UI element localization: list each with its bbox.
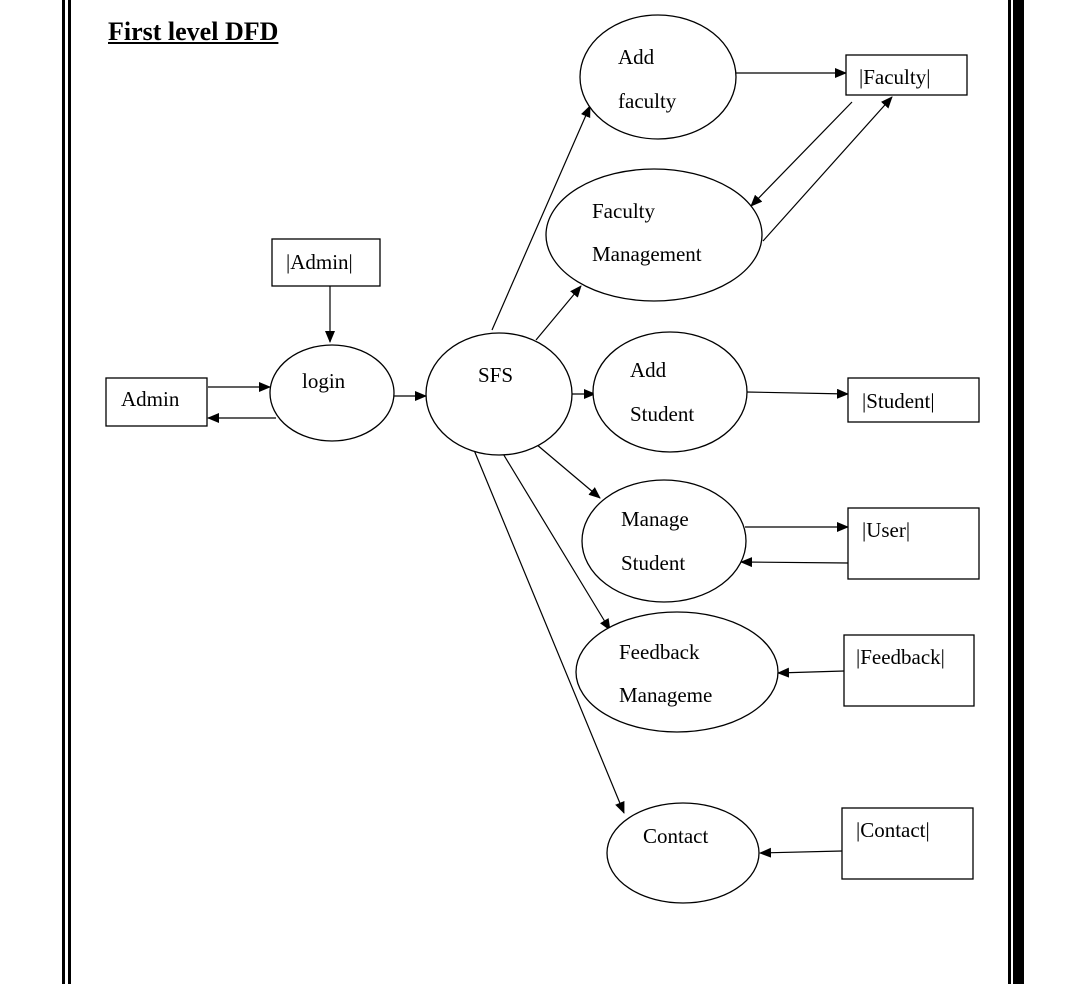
flow-sfs-to-manage-student <box>535 443 601 499</box>
user-store: |User| <box>847 507 980 580</box>
add-faculty-label-line2: faculty <box>618 89 677 113</box>
user-store-label: |User| <box>862 518 910 542</box>
manage-student-process: Manage Student <box>581 479 747 603</box>
flow-sfs-to-contact <box>473 449 625 814</box>
admin-entity: Admin <box>105 377 208 427</box>
flow-sfs-to-faculty-management <box>535 285 582 341</box>
feedback-management-label-line1: Feedback <box>619 640 700 664</box>
contact-process: Contact <box>606 802 760 904</box>
add-student-process: Add Student <box>592 331 748 453</box>
student-store: |Student| <box>847 377 980 423</box>
page-title: First level DFD <box>108 17 279 46</box>
feedback-management-label-line2: Manageme <box>619 683 712 707</box>
contact-store-label: |Contact| <box>856 818 930 842</box>
sfs-process: SFS <box>425 332 573 456</box>
feedback-store: |Feedback| <box>843 634 975 707</box>
manage-student-label-line2: Student <box>621 551 685 575</box>
student-store-label: |Student| <box>862 389 935 413</box>
flow-sfs-to-add-faculty <box>491 105 591 331</box>
login-process-label: login <box>302 369 346 393</box>
feedback-management-process: Feedback Manageme <box>575 611 779 733</box>
data-flows <box>207 68 893 858</box>
admin-entity-label: Admin <box>121 387 180 411</box>
sfs-process-label: SFS <box>478 363 513 387</box>
manage-student-label-line1: Manage <box>621 507 689 531</box>
faculty-management-label-line1: Faculty <box>592 199 655 223</box>
faculty-store-label: |Faculty| <box>859 65 930 89</box>
faculty-management-label-line2: Management <box>592 242 702 266</box>
flow-contact-store-to-contact <box>759 847 843 858</box>
flow-user-store-to-manage-student <box>740 557 849 568</box>
flow-add-student-to-student-store <box>745 388 849 399</box>
contact-store: |Contact| <box>841 807 974 880</box>
flow-faculty-store-to-faculty-management <box>750 101 853 207</box>
contact-process-label: Contact <box>643 824 708 848</box>
page-border <box>62 0 1024 984</box>
add-faculty-label-line1: Add <box>618 45 655 69</box>
flow-feedback-store-to-feedback-management <box>777 667 845 678</box>
add-student-label-line2: Student <box>630 402 694 426</box>
add-student-label-line1: Add <box>630 358 667 382</box>
admin-store: |Admin| <box>271 238 381 287</box>
flow-faculty-management-to-faculty-store <box>762 96 893 242</box>
faculty-store: |Faculty| <box>845 54 968 96</box>
login-process: login <box>269 344 395 442</box>
feedback-store-label: |Feedback| <box>856 645 945 669</box>
add-faculty-process: Add faculty <box>579 14 737 140</box>
faculty-management-process: Faculty Management <box>545 168 763 302</box>
admin-store-label: |Admin| <box>286 250 353 274</box>
flow-sfs-to-feedback-management <box>501 451 611 631</box>
